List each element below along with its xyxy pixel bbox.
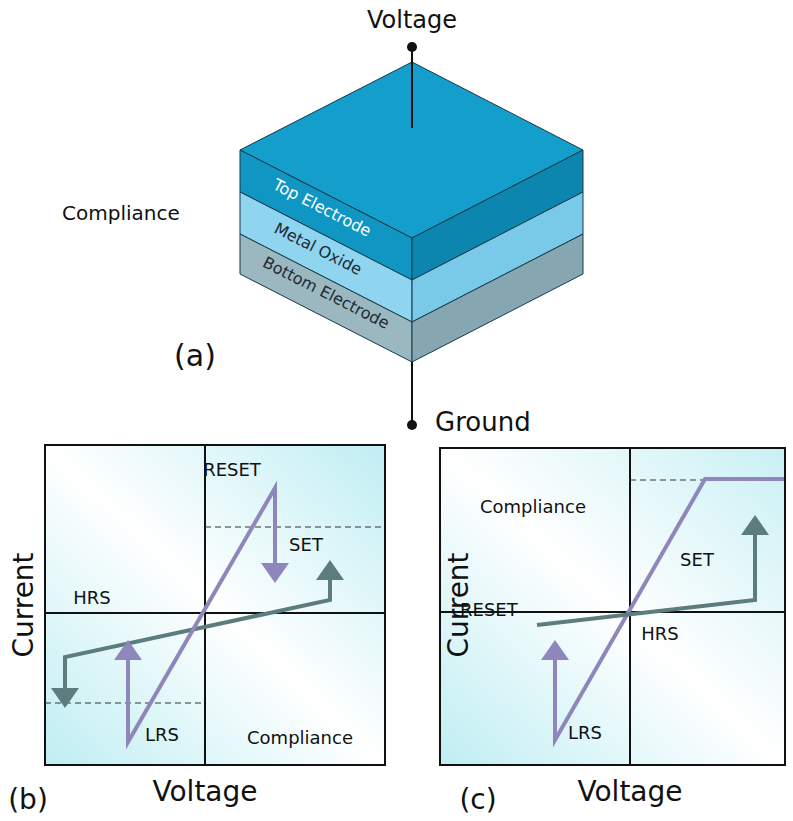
voltage-wire bbox=[411, 47, 413, 128]
terminal-dot bbox=[407, 420, 417, 430]
compliance-label: Compliance bbox=[247, 728, 353, 748]
axis-label: Current bbox=[444, 552, 475, 657]
device-stack bbox=[240, 42, 583, 430]
arrow-head bbox=[541, 640, 569, 660]
plot-frame bbox=[45, 445, 385, 765]
axis-label: Voltage bbox=[152, 777, 257, 808]
hrs-curve bbox=[537, 533, 755, 625]
lrs-curve bbox=[128, 488, 275, 742]
state-label: RESET bbox=[203, 460, 261, 480]
axis-label: Voltage bbox=[577, 777, 682, 808]
arrow-head bbox=[114, 640, 142, 660]
compliance-label: Compliance bbox=[480, 497, 586, 517]
panel-letter: (b) bbox=[8, 785, 48, 816]
state-label: HRS bbox=[641, 624, 678, 644]
terminal-label: Ground bbox=[435, 408, 531, 437]
state-label: LRS bbox=[145, 725, 179, 745]
state-label: SET bbox=[289, 535, 323, 555]
arrow-head bbox=[316, 560, 344, 580]
plot-frame bbox=[440, 448, 785, 765]
hrs-curve bbox=[65, 578, 330, 690]
iv-plot-unipolar bbox=[440, 448, 785, 765]
arrow-head bbox=[261, 563, 289, 583]
compliance-line bbox=[45, 703, 205, 704]
panel-letter: (c) bbox=[459, 785, 496, 816]
state-label: HRS bbox=[73, 588, 110, 608]
axis bbox=[45, 612, 385, 614]
ground-wire bbox=[411, 362, 413, 425]
arrow-head bbox=[51, 688, 79, 708]
axis-label: Current bbox=[9, 552, 40, 657]
panel-letter: (a) bbox=[174, 339, 216, 372]
terminal-label: Voltage bbox=[367, 7, 457, 33]
iv-plot-bipolar bbox=[45, 445, 385, 765]
bottom-electrode-layer bbox=[412, 234, 583, 362]
voltage-wire bbox=[411, 47, 413, 128]
state-label: SET bbox=[680, 550, 714, 570]
state-label: LRS bbox=[568, 723, 602, 743]
note-label: Compliance bbox=[62, 202, 180, 224]
terminal-dot bbox=[407, 42, 417, 52]
compliance-line bbox=[205, 527, 385, 528]
arrow-head bbox=[741, 515, 769, 535]
